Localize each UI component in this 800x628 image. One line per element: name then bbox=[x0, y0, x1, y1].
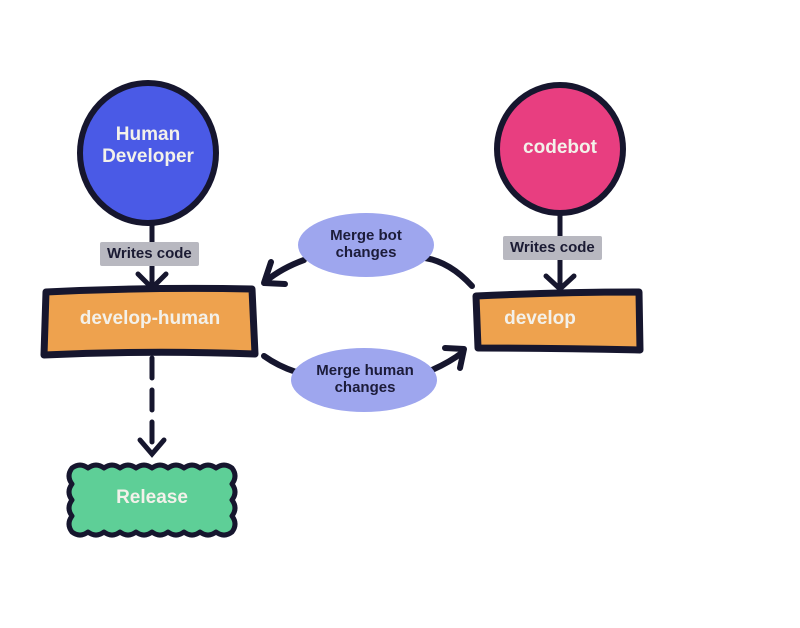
develop-human-node[interactable] bbox=[40, 284, 259, 359]
merge-human-label-line2: changes bbox=[334, 379, 396, 397]
codebot-label: codebot bbox=[523, 137, 597, 158]
human-developer-label: Human Developer bbox=[88, 124, 208, 168]
merge-bot-edge-tail bbox=[263, 257, 307, 284]
human-developer-node[interactable] bbox=[77, 80, 219, 226]
bot-writes-arrowhead bbox=[543, 273, 577, 293]
merge-bot-label-line2: changes bbox=[335, 244, 397, 262]
release-label: Release bbox=[116, 487, 188, 508]
develop-human-label: develop-human bbox=[79, 308, 221, 329]
bot-writes-code-tag: Writes code bbox=[503, 236, 602, 260]
merge-human-label-line1: Merge human bbox=[316, 362, 414, 379]
merge-human-edge bbox=[261, 353, 299, 375]
release-arrowhead bbox=[137, 437, 167, 458]
merge-bot-label: Merge bot changes bbox=[298, 227, 434, 262]
human-writes-code-tag: Writes code bbox=[100, 242, 199, 266]
human-developer-label-line1: Human bbox=[115, 124, 181, 145]
merge-bot-ellipse[interactable] bbox=[298, 213, 434, 277]
merge-human-ellipse[interactable] bbox=[291, 348, 437, 412]
merge-human-label: Merge human changes bbox=[292, 362, 438, 397]
merge-human-arrowhead bbox=[442, 345, 467, 371]
develop-node[interactable] bbox=[472, 288, 644, 354]
merge-bot-edge bbox=[422, 255, 475, 289]
human-developer-label-line2: Developer bbox=[102, 145, 194, 167]
merge-bot-arrowhead bbox=[261, 259, 288, 287]
merge-bot-label-line1: Merge bot bbox=[330, 227, 402, 244]
develop-label: develop bbox=[504, 308, 576, 329]
release-node[interactable] bbox=[66, 462, 238, 538]
